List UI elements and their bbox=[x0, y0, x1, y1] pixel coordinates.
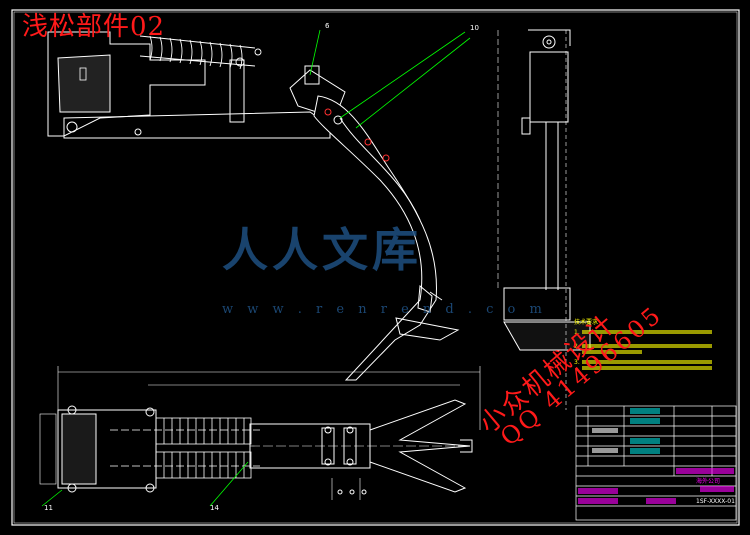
share bbox=[395, 317, 460, 341]
watermark-url: w w w . r e n r e n d . c o m bbox=[222, 302, 547, 317]
balloon-labels: 6 10 11 14 bbox=[44, 22, 479, 512]
drawing-frame bbox=[11, 9, 740, 526]
upper-spring bbox=[139, 35, 262, 70]
technical-notes: 技术要求 1. 2. 3. bbox=[574, 318, 712, 370]
balloon-10: 10 bbox=[470, 24, 479, 32]
title-block-text: 海外公司 1SF-XXXX-01 bbox=[696, 477, 735, 505]
drawing-title-overlay: 浅松部件02 bbox=[22, 12, 166, 42]
title-block-drawing-no: 1SF-XXXX-01 bbox=[696, 498, 735, 505]
spring-pair bbox=[110, 417, 260, 479]
title-block-company: 海外公司 bbox=[696, 477, 720, 485]
tech-note-3: 3. bbox=[574, 359, 580, 366]
balloon-11: 11 bbox=[44, 504, 53, 512]
top-view bbox=[39, 366, 481, 507]
leader-lines bbox=[309, 29, 471, 129]
tech-notes-heading: 技术要求 bbox=[574, 318, 598, 326]
watermark-logo: 人人文库 bbox=[222, 223, 422, 277]
tech-note-1: 1. bbox=[574, 329, 580, 336]
balloon-6: 6 bbox=[325, 22, 330, 30]
front-view-assembly bbox=[47, 29, 471, 381]
title-block bbox=[575, 405, 737, 521]
tech-note-2: 2. bbox=[574, 343, 580, 350]
side-view bbox=[497, 29, 591, 410]
balloon-14: 14 bbox=[210, 504, 219, 512]
share-top bbox=[369, 399, 471, 493]
shank bbox=[313, 95, 438, 381]
main-beam bbox=[63, 111, 331, 139]
